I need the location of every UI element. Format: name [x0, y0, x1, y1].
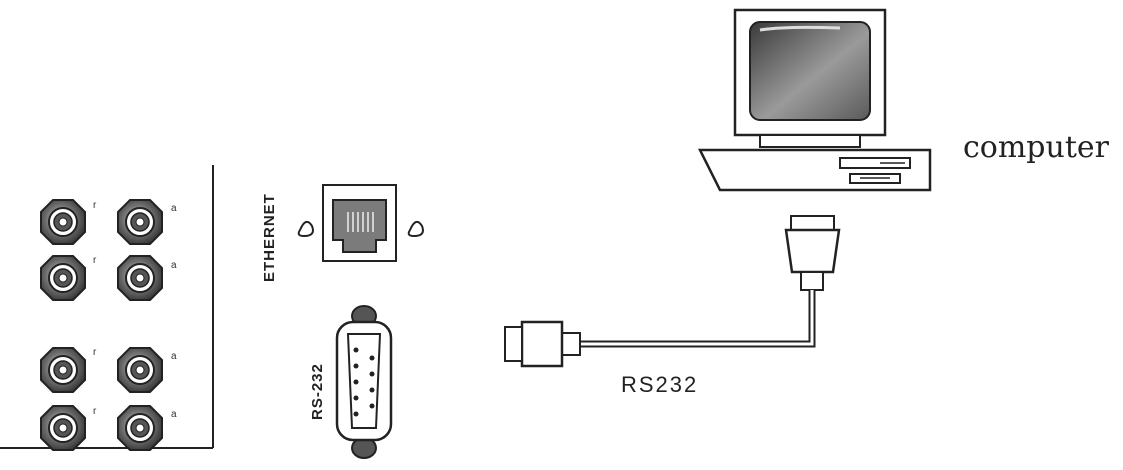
- bnc-mark: r: [93, 406, 97, 417]
- bnc-mark: r: [93, 200, 97, 211]
- bnc-connector-icon: [40, 405, 86, 451]
- bnc-connector-icon: [117, 347, 163, 393]
- bnc-mark: a: [171, 260, 177, 271]
- bnc-connector-icon: [40, 347, 86, 393]
- db9-port-icon: [335, 305, 393, 459]
- rs232-port-label: RS-232: [309, 363, 326, 420]
- computer-label: computer: [963, 130, 1110, 165]
- bnc-connector-icon: [117, 405, 163, 451]
- bnc-mark: a: [171, 351, 177, 362]
- rj45-port-icon: [297, 184, 424, 262]
- bnc-mark: a: [171, 203, 177, 214]
- bnc-mark: a: [171, 409, 177, 420]
- bnc-connector-group: r a r a r a r a: [40, 199, 177, 451]
- bnc-connector-icon: [40, 255, 86, 301]
- cable-label: RS232: [621, 372, 698, 397]
- bnc-mark: r: [93, 255, 97, 266]
- serial-plug-icon: [784, 215, 841, 291]
- serial-cable: [504, 215, 841, 368]
- bnc-mark: r: [93, 347, 97, 358]
- device-panel: [0, 165, 214, 449]
- serial-plug-icon: [504, 320, 581, 368]
- bnc-connector-icon: [117, 255, 163, 301]
- bnc-connector-icon: [40, 199, 86, 245]
- ethernet-label: ETHERNET: [261, 193, 278, 282]
- desktop-computer-icon: [697, 8, 932, 192]
- bnc-connector-icon: [117, 199, 163, 245]
